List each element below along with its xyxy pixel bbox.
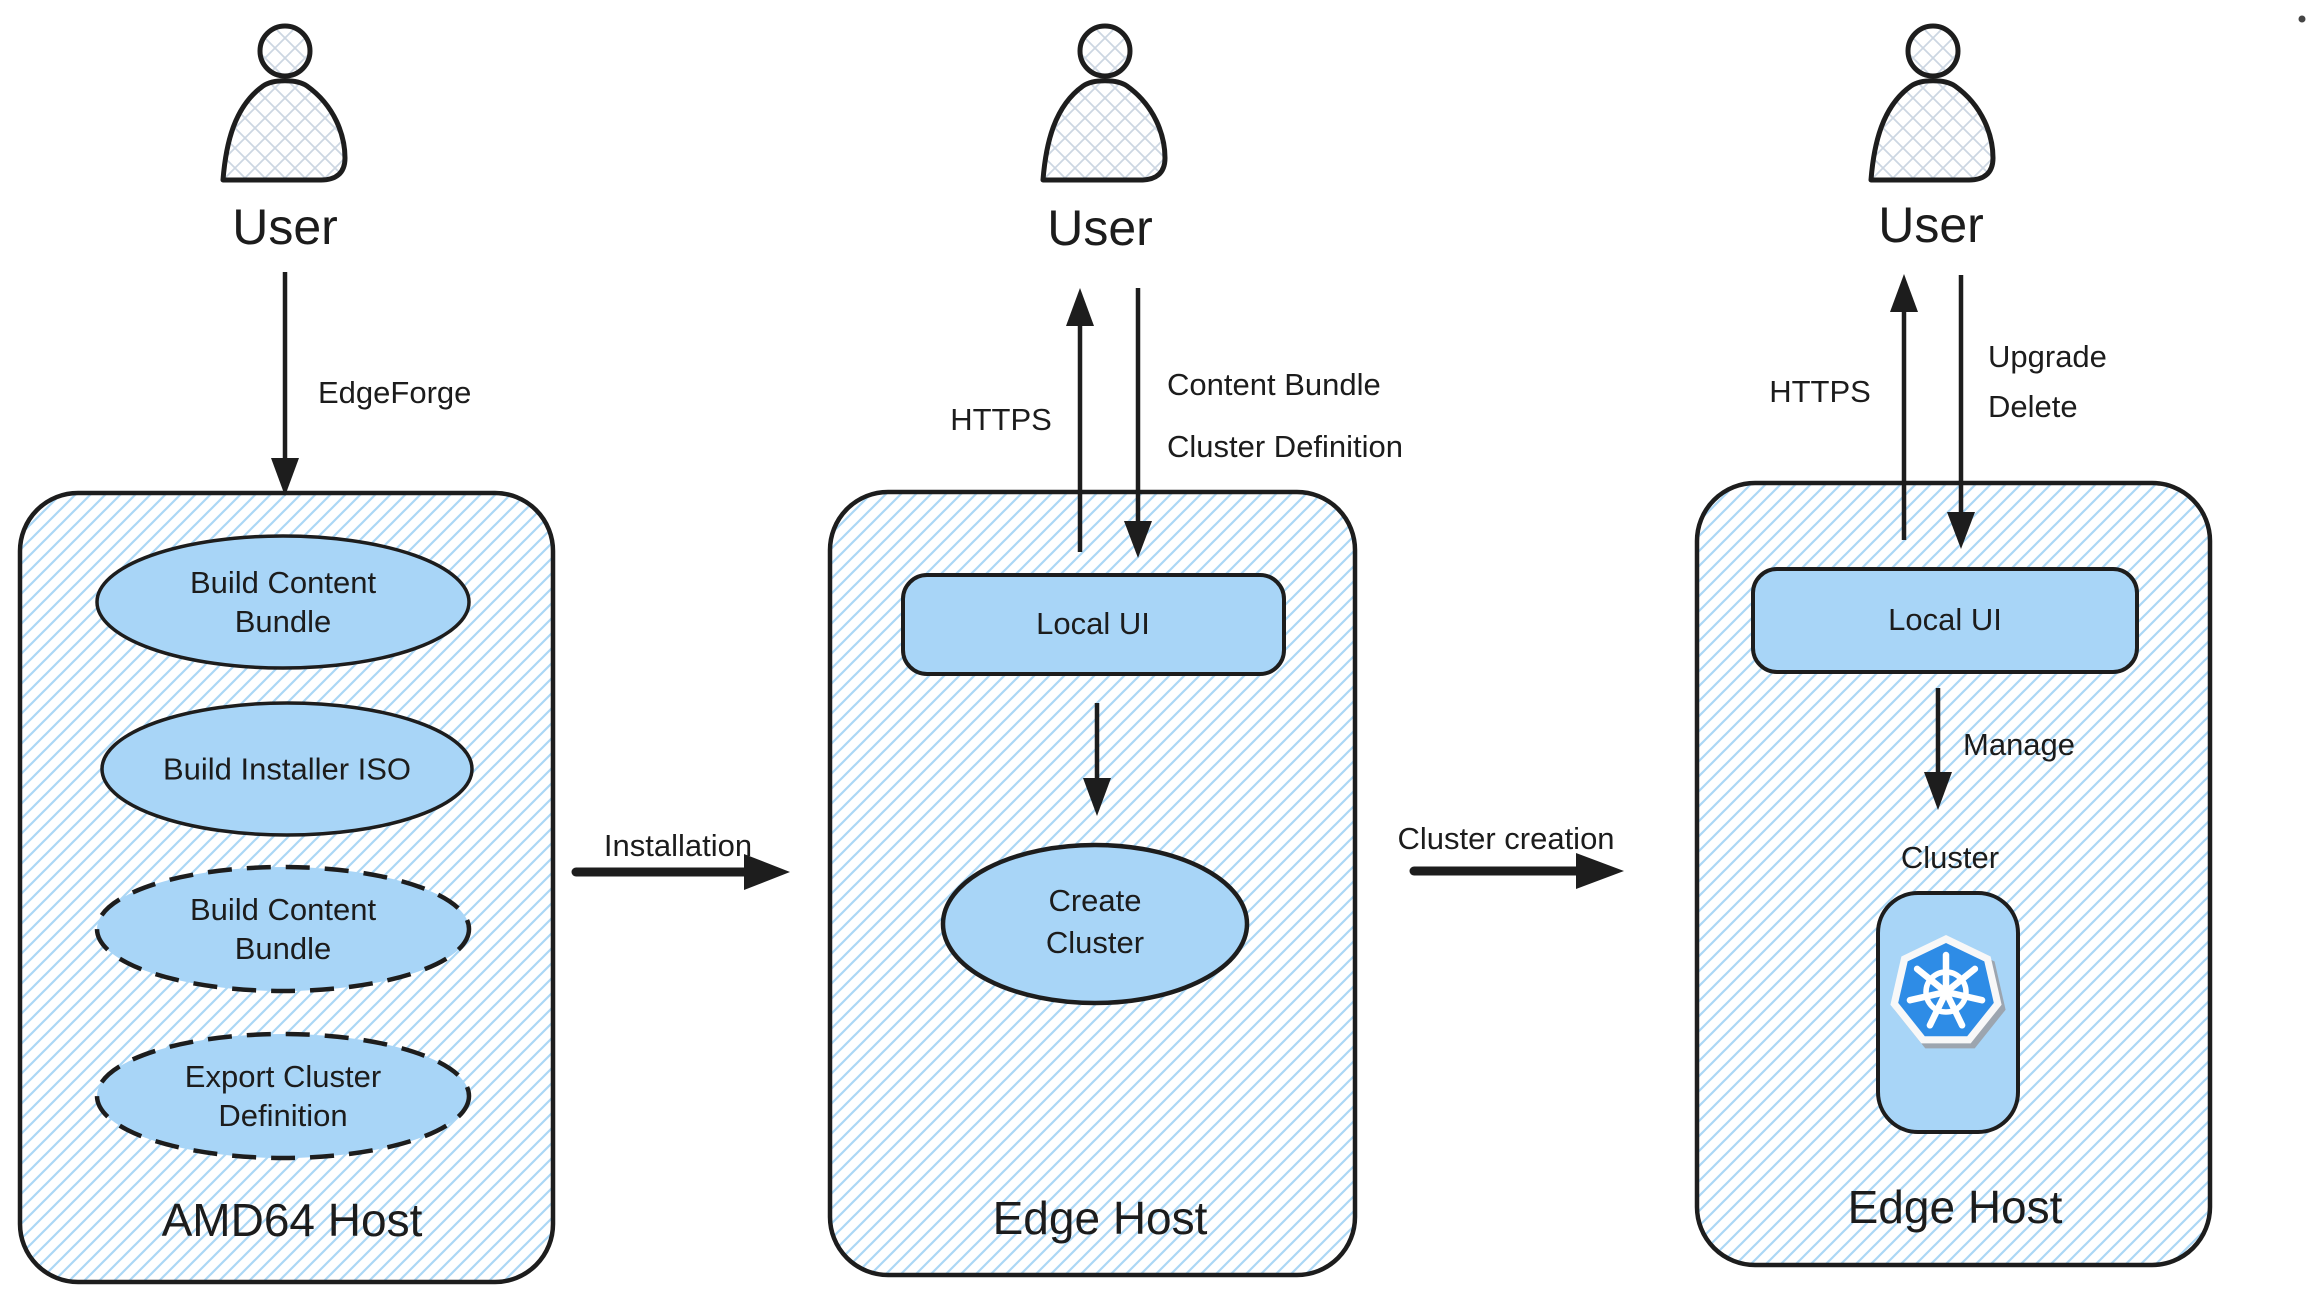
- local-ui-box-middle: [901, 573, 1286, 676]
- user-icon-middle: [1043, 26, 1165, 180]
- cluster-definition-label: Cluster Definition: [1167, 429, 1404, 464]
- delete-label: Delete: [1988, 389, 2078, 424]
- node-build-content-bundle-1: [95, 534, 471, 670]
- cluster-label: Cluster: [1900, 840, 2000, 875]
- https-label-right: HTTPS: [1769, 374, 1871, 409]
- cluster-creation-label: Cluster creation: [1397, 821, 1615, 856]
- stray-dot: [2298, 15, 2306, 23]
- node-build-installer-iso: [100, 701, 474, 837]
- user-icon-right: [1871, 26, 1993, 180]
- manage-arrow: [1924, 688, 1952, 810]
- node-create-cluster: [940, 842, 1250, 1006]
- node-export-cluster-definition: [94, 1031, 472, 1161]
- local-ui-label-middle: Local UI: [1036, 606, 1150, 641]
- https-up-arrow-right: [1890, 274, 1918, 540]
- local-ui-label-right: Local UI: [1888, 602, 2002, 637]
- installation-arrow: [571, 854, 790, 890]
- edge-host-box-right: [1694, 480, 2213, 1268]
- local-ui-to-create-cluster-arrow: [1083, 703, 1111, 816]
- https-up-arrow-middle: [1066, 288, 1094, 552]
- content-bundle-down-arrow: [1124, 288, 1152, 558]
- installation-label: Installation: [603, 828, 753, 863]
- user-label-middle: User: [1047, 200, 1153, 256]
- edgeforge-label: EdgeForge: [318, 375, 472, 410]
- cluster-creation-arrow: [1409, 853, 1624, 889]
- amd64-host-title: AMD64 Host: [161, 1194, 423, 1246]
- local-ui-box-right: [1751, 567, 2139, 674]
- node-label-build-content-bundle-2: Build Content Bundle: [189, 892, 377, 966]
- content-bundle-label: Content Bundle: [1167, 367, 1381, 402]
- user-label-right: User: [1878, 197, 1984, 253]
- node-label-build-content-bundle-1: Build Content Bundle: [189, 565, 377, 639]
- upgrade-delete-down-arrow: [1947, 275, 1975, 549]
- node-label-build-installer-iso: Build Installer ISO: [162, 751, 412, 787]
- create-cluster-label: Create Cluster: [1045, 883, 1145, 960]
- edgeforge-arrow: [271, 272, 299, 496]
- user-label-left: User: [232, 199, 338, 255]
- user-icon-left: [223, 26, 345, 180]
- node-label-export-cluster-definition: Export Cluster Definition: [184, 1059, 382, 1133]
- edge-host-title-middle: Edge Host: [992, 1192, 1208, 1244]
- manage-label: Manage: [1963, 727, 2076, 762]
- edge-host-title-right: Edge Host: [1847, 1181, 2063, 1233]
- node-build-content-bundle-2: [94, 864, 472, 994]
- request-labels-middle: Content Bundle Cluster Definition: [1167, 354, 1403, 478]
- request-labels-right: Upgrade Delete: [1988, 332, 2107, 432]
- https-label-middle: HTTPS: [950, 402, 1052, 437]
- upgrade-label: Upgrade: [1988, 339, 2107, 374]
